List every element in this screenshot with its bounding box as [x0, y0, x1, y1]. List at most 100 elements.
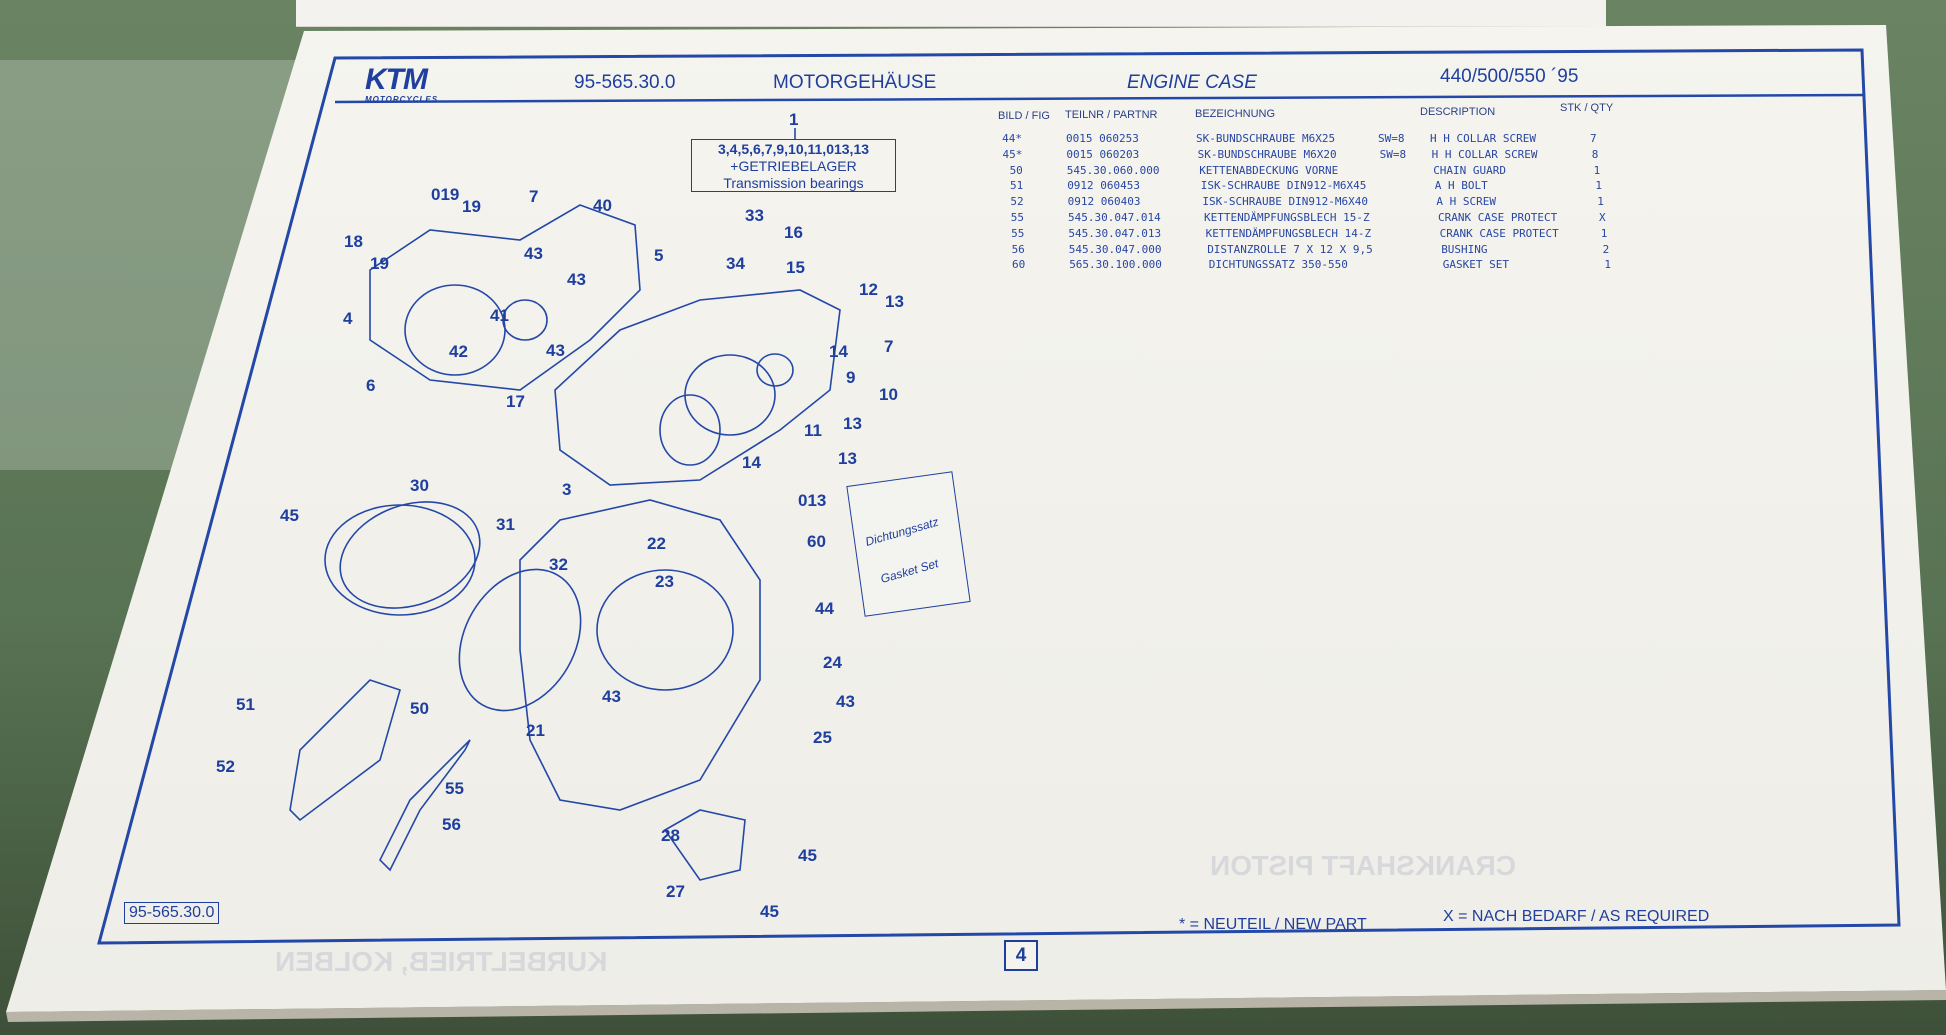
- cell-fig: 44*: [1002, 132, 1022, 145]
- cell-qty: X: [1599, 211, 1606, 224]
- logo-subtext: MOTORCYCLES: [365, 95, 439, 104]
- part-label: 43: [602, 687, 621, 706]
- cell-qty: 1: [1597, 195, 1604, 209]
- part-label: 50: [410, 699, 429, 718]
- cell-partnr: 545.30.047.000: [1068, 242, 1162, 256]
- part-label: 33: [745, 206, 764, 225]
- cell-bez: DISTANZROLLE 7 X 12 X 9,5: [1207, 242, 1373, 256]
- part-label: 27: [666, 882, 685, 901]
- callout-box: 3,4,5,6,7,9,10,11,013,13 +GETRIEBELAGER …: [691, 139, 896, 192]
- part-label: 34: [726, 254, 745, 273]
- callout-number: 1: [789, 110, 799, 129]
- part-label: 52: [216, 757, 235, 776]
- cell-qty: 8: [1591, 147, 1599, 161]
- part-label: 19: [462, 197, 481, 216]
- legend-new-part: * = NEUTEIL / NEW PART: [1179, 916, 1367, 933]
- callout-line: 3,4,5,6,7,9,10,11,013,13: [717, 141, 870, 157]
- part-label: 41: [490, 306, 509, 325]
- part-label: 30: [410, 476, 429, 495]
- cell-desc: CRANK CASE PROTECT: [1438, 211, 1558, 224]
- part-label: 40: [593, 196, 612, 215]
- column-header-partnr: TEILNR / PARTNR: [1065, 109, 1158, 121]
- part-label: 013: [798, 491, 827, 510]
- part-label: 42: [449, 342, 468, 361]
- cell-partnr: 545.30.047.013: [1068, 226, 1162, 240]
- part-label: 15: [786, 258, 805, 277]
- legend-as-required: X = NACH BEDARF / AS REQUIRED: [1443, 908, 1710, 925]
- ktm-logo: KTM MOTORCYCLES: [347, 65, 490, 108]
- cell-desc: CHAIN GUARD: [1433, 163, 1507, 177]
- part-label: 43: [546, 341, 565, 360]
- column-header-description: DESCRIPTION: [1420, 106, 1496, 118]
- part-label: 43: [567, 270, 586, 289]
- part-label: 56: [442, 815, 461, 834]
- cell-bez: KETTENABDECKUNG VORNE: [1199, 163, 1339, 177]
- cell-bez: KETTENDÄMPFUNGSBLECH 15-Z: [1204, 211, 1370, 224]
- part-label: 13: [885, 292, 904, 311]
- part-label: 4: [343, 309, 353, 328]
- cell-fig: 45*: [1002, 147, 1023, 161]
- part-label: 28: [661, 826, 680, 845]
- callout-line: Transmission bearings: [723, 175, 864, 191]
- column-header-qty: STK / QTY: [1560, 102, 1614, 114]
- cell-bez: SK-BUNDSCHRAUBE M6X25: [1196, 132, 1336, 145]
- cell-fig: 52: [1010, 195, 1024, 209]
- cell-fig: 55: [1011, 226, 1025, 240]
- cell-desc: A H SCREW: [1436, 195, 1496, 209]
- cell-desc: GASKET SET: [1442, 258, 1510, 272]
- cell-partnr: 0912 060403: [1067, 195, 1141, 209]
- part-label: 45: [760, 902, 779, 921]
- column-header-fig: BILD / FIG: [998, 110, 1050, 122]
- previous-page-edge: [296, 0, 1606, 27]
- part-label: 019: [431, 185, 460, 204]
- part-label: 5: [654, 246, 664, 265]
- column-header-bezeichnung: BEZEICHNUNG: [1195, 108, 1276, 120]
- part-label: 7: [529, 187, 539, 206]
- cell-sw: SW=8: [1378, 132, 1405, 145]
- cell-sw: SW=8: [1379, 147, 1407, 161]
- cell-qty: 2: [1602, 242, 1610, 256]
- part-label: 21: [526, 721, 545, 740]
- footer-catalog-code: 95-565.30.0: [124, 902, 220, 924]
- cell-fig: 55: [1010, 211, 1024, 224]
- part-label: 55: [445, 779, 464, 798]
- engine-case-drawing: [289, 128, 841, 881]
- part-label: 25: [813, 728, 832, 747]
- part-label: 14: [742, 453, 761, 472]
- title-german: MOTORGEHÄUSE: [773, 72, 937, 93]
- part-label: 45: [280, 506, 299, 525]
- part-label: 18: [344, 232, 363, 251]
- part-label: 7: [884, 337, 894, 356]
- cell-desc: A H BOLT: [1434, 179, 1488, 193]
- cell-partnr: 0015 060253: [1066, 132, 1139, 145]
- bag-label: Dichtungssatz: [863, 514, 941, 549]
- part-label: 32: [549, 555, 568, 574]
- cell-fig: 51: [1009, 179, 1024, 193]
- cell-bez: DICHTUNGSSATZ 350-550: [1208, 258, 1348, 272]
- part-label: 24: [823, 653, 842, 672]
- cell-partnr: 545.30.047.014: [1068, 211, 1161, 224]
- cell-desc: H H COLLAR SCREW: [1430, 132, 1536, 145]
- part-label: 31: [496, 515, 515, 534]
- cell-partnr: 0912 060453: [1067, 179, 1141, 193]
- cell-partnr: 565.30.100.000: [1069, 258, 1162, 272]
- part-label: 17: [506, 392, 525, 411]
- cell-bez: SK-BUNDSCHRAUBE M6X20: [1197, 147, 1337, 161]
- title-english: ENGINE CASE: [1127, 72, 1257, 93]
- part-label: 6: [366, 376, 376, 395]
- part-label: 10: [879, 385, 898, 404]
- catalog-code: 95-565.30.0: [574, 72, 676, 93]
- part-label: 44: [815, 599, 834, 618]
- cell-qty: 1: [1593, 163, 1601, 177]
- callout-line: +GETRIEBELAGER: [730, 158, 857, 174]
- cell-fig: 50: [1009, 163, 1023, 177]
- part-label: 14: [829, 342, 848, 361]
- part-label: 19: [370, 254, 389, 273]
- part-label: 43: [836, 692, 855, 711]
